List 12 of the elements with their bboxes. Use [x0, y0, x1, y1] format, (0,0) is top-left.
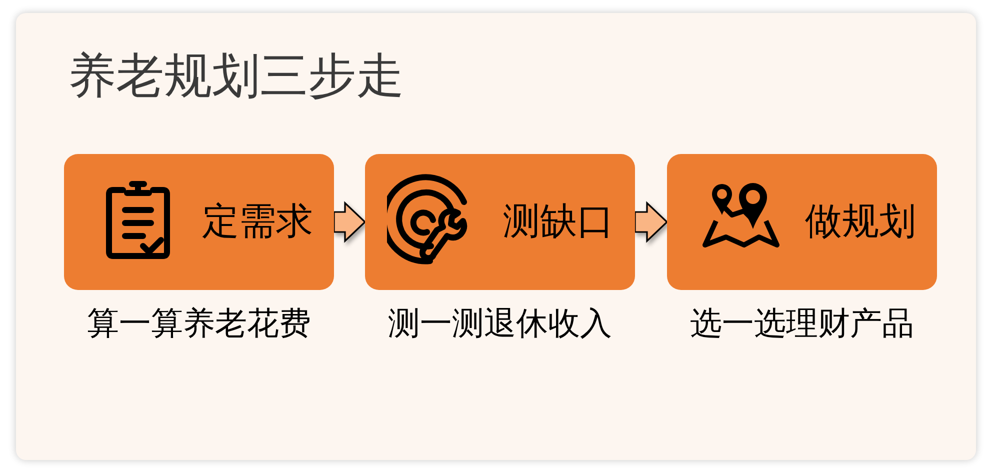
title: 养老规划三步走 [68, 50, 404, 103]
step-label: 定需求 [202, 202, 313, 242]
step-label: 测缺口 [503, 202, 614, 242]
step-label: 做规划 [805, 202, 916, 242]
process-box [365, 154, 635, 290]
process-box [64, 154, 334, 290]
process-box [667, 154, 937, 290]
block-arrow [634, 201, 668, 243]
step-caption: 测一测退休收入 [387, 305, 613, 342]
step-caption: 算一算养老花费 [86, 305, 312, 342]
block-arrow [333, 201, 366, 243]
step-caption: 选一选理财产品 [689, 305, 915, 342]
